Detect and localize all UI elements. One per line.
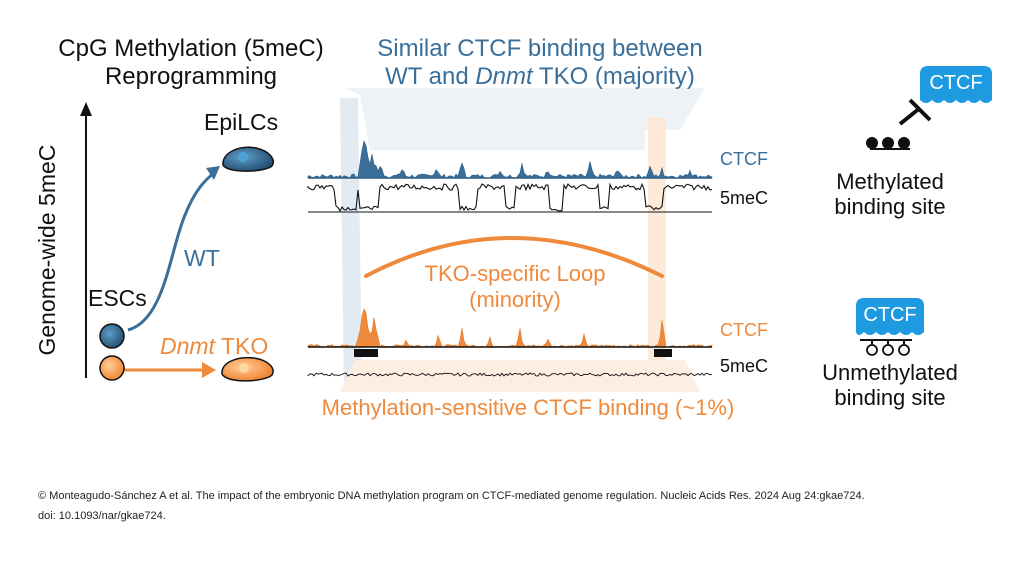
methyl-dot-1 (866, 137, 878, 149)
unmethylated-line1: Unmethylated (822, 360, 958, 385)
left-title: CpG Methylation (5meC) Reprogramming (26, 35, 356, 91)
top-title-line2: WT and Dnmt TKO (majority) (346, 64, 734, 89)
top-title-italic: Dnmt (475, 63, 533, 91)
left-title-line1: CpG Methylation (5meC) (58, 35, 324, 62)
epilc-blue-cell (222, 146, 274, 172)
esc-orange-cell (99, 355, 125, 381)
methylated-line2: binding site (834, 194, 946, 220)
left-title-line2: Reprogramming (104, 63, 278, 91)
epilcs-label: EpiLCs (204, 109, 279, 135)
footer-doi: doi: 10.1093/nar/gkae724. (38, 510, 166, 522)
dnmt-tko-label: Dnmt TKO (160, 334, 268, 358)
epilc-orange-nucleus (239, 363, 249, 373)
top-5mec-track (307, 182, 713, 213)
dnmt-italic: Dnmt (160, 333, 215, 359)
bottom-ctcf-label: CTCF (720, 320, 768, 340)
ctcf-badge-top-label: CTCF (929, 72, 983, 94)
top-title-prefix: WT and (385, 63, 476, 91)
top-ctcf-track (307, 140, 713, 179)
footer-citation: © Monteagudo-Sánchez A et al. The impact… (38, 490, 865, 502)
unmethyl-dot-2 (882, 344, 894, 356)
bottom-caption: Methylation-sensitive CTCF binding (~1%) (321, 395, 735, 420)
inhibition-bar (908, 98, 932, 122)
blue-highlight-band-left (340, 98, 362, 390)
methylated-site-diagram (866, 98, 932, 150)
wt-arrow (127, 170, 216, 332)
top-ctcf-label: CTCF (720, 149, 768, 169)
bottom-5mec-track (307, 372, 713, 377)
methylated-line1: Methylated (836, 169, 944, 194)
ctcf-badge-bottom-label: CTCF (863, 304, 917, 326)
top-5mec-label: 5meC (720, 188, 769, 208)
wt-arrowhead (206, 166, 220, 180)
loop-label-line2: (minority) (469, 287, 561, 313)
unmethylated-site-label: Unmethylated binding site (800, 361, 980, 409)
binding-site-bar-right (654, 349, 672, 357)
top-title: Similar CTCF binding between WT and Dnmt… (346, 36, 734, 89)
orange-highlight-funnel (340, 360, 700, 392)
binding-site-bar-left (354, 349, 378, 357)
loop-label-line1: TKO-specific Loop (424, 261, 606, 286)
y-axis-arrowhead (80, 102, 92, 116)
escs-label: ESCs (88, 285, 147, 311)
ctcf-badge-bottom-shape (856, 298, 924, 335)
tko-text: TKO (214, 333, 269, 359)
unmethyl-dot-1 (866, 344, 878, 356)
methylated-site-label: Methylated binding site (810, 170, 970, 218)
bottom-5mec-label: 5meC (720, 356, 769, 376)
bottom-ctcf-track (307, 308, 713, 357)
unmethylated-line2: binding site (834, 385, 946, 411)
blue-highlight-funnel (345, 88, 705, 150)
top-title-suffix: TKO (majority) (532, 63, 695, 91)
methyl-dot-2 (882, 137, 894, 149)
loop-label: TKO-specific Loop (minority) (380, 262, 650, 311)
unmethyl-dot-3 (898, 344, 910, 356)
tko-arrowhead (202, 362, 216, 378)
tko-loop-arc (364, 236, 664, 278)
y-axis-label: Genome-wide 5meC (33, 144, 60, 356)
wt-label: WT (184, 245, 220, 271)
ctcf-badge-top-shape (920, 66, 992, 103)
top-title-line1: Similar CTCF binding between (377, 35, 703, 62)
methyl-dot-3 (898, 137, 910, 149)
inhibition-line (898, 106, 922, 126)
epilc-blue-nucleus (238, 152, 248, 162)
esc-blue-cell (99, 323, 125, 349)
unmethylated-site-diagram (860, 339, 912, 356)
